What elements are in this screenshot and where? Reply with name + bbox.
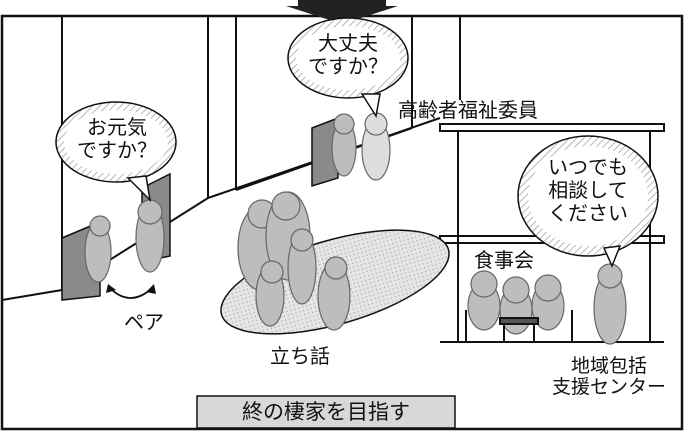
pair-arrow-icon [111, 289, 151, 299]
person-pair-right [135, 199, 165, 273]
caption-box [196, 395, 456, 429]
label-standing-talk: 立ち話 [270, 344, 330, 368]
person-crowd-3 [287, 228, 317, 305]
bubble-right-text: いつでも 相談して ください [548, 155, 628, 225]
person-commissioner-right [361, 112, 391, 181]
bubble-middle-text: 大丈夫 ですか？ [308, 31, 388, 78]
person-crowd-5 [317, 256, 351, 331]
person-meal-1 [467, 270, 501, 331]
person-pair-left [84, 215, 112, 283]
label-meal-gathering: 食事会 [474, 248, 534, 272]
person-commissioner-left [331, 113, 357, 177]
label-welfare-commissioner: 高齢者福祉委員 [398, 98, 538, 122]
caption-text: 終の棲家を目指す [242, 400, 410, 424]
speech-bubble-middle [287, 17, 409, 119]
meal-table [465, 310, 573, 342]
label-pair: ペア [124, 310, 164, 334]
down-arrow-icon [286, 0, 398, 24]
person-meal-3 [531, 274, 565, 331]
door-middle [311, 116, 339, 188]
speech-bubble-right [517, 135, 659, 268]
person-support-staff [593, 263, 627, 345]
speech-bubble-left [55, 101, 177, 203]
figures [84, 112, 627, 345]
bubble-left-text: お元気 ですか？ [77, 115, 157, 162]
label-support-center: 地域包括 支援センター [551, 355, 666, 398]
person-crowd-4 [255, 260, 285, 327]
